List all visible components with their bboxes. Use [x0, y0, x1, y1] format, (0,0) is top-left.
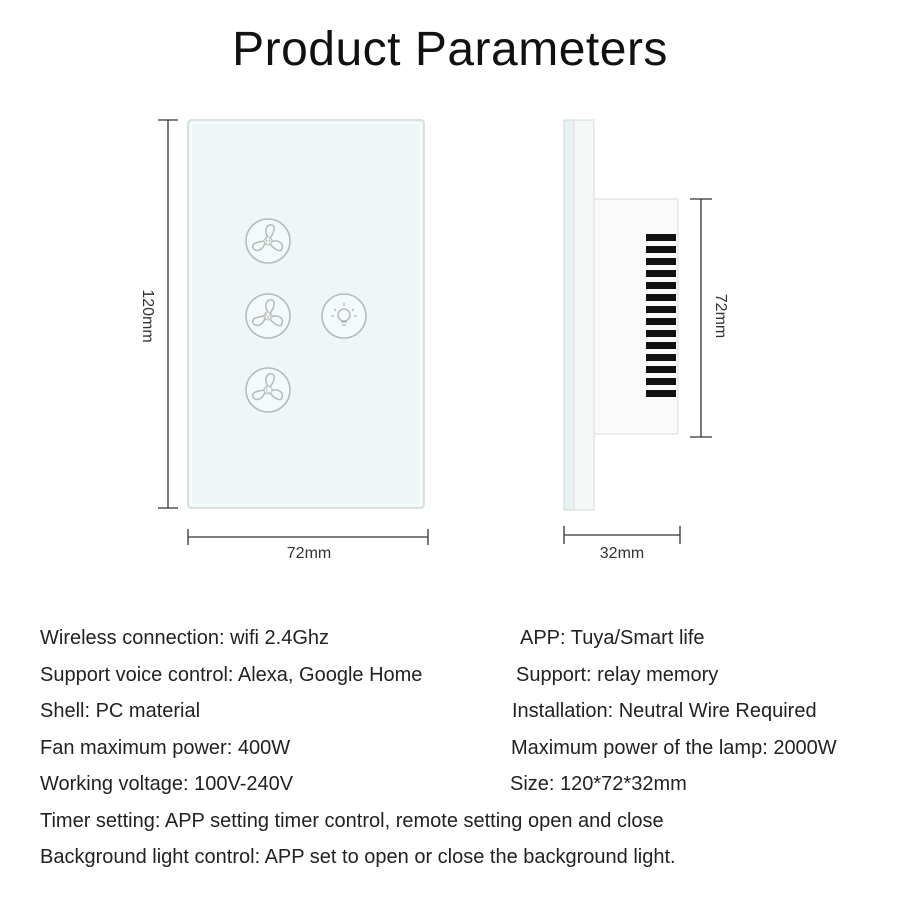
fin: [646, 258, 676, 265]
front-height-label: 120mm: [139, 289, 156, 342]
side-depth-label: 32mm: [600, 545, 644, 562]
spec-right-0: APP: Tuya/Smart life: [520, 627, 705, 649]
fin: [646, 234, 676, 241]
svg-text:L: L: [266, 386, 271, 395]
light-bulb-icon[interactable]: [321, 293, 367, 339]
side-depth-dimension: [563, 526, 681, 544]
spec-right-1: Support: relay memory: [516, 664, 719, 686]
fan-medium-icon[interactable]: M: [245, 293, 291, 339]
side-height-dimension: [690, 198, 712, 438]
fin: [646, 294, 676, 301]
fan-high-icon[interactable]: H: [245, 218, 291, 264]
spec-left-1: Support voice control: Alexa, Google Hom…: [40, 664, 423, 686]
fin: [646, 282, 676, 289]
page-title: Product Parameters: [232, 23, 668, 76]
fin: [646, 390, 676, 397]
spec-right-4: Size: 120*72*32mm: [510, 773, 687, 795]
fin: [646, 330, 676, 337]
spec-left-2: Shell: PC material: [40, 700, 201, 722]
front-width-label: 72mm: [287, 545, 331, 562]
fin: [646, 246, 676, 253]
spec-left-6: Background light control: APP set to ope…: [40, 846, 676, 868]
front-panel: [187, 119, 425, 509]
svg-text:H: H: [265, 237, 271, 246]
spec-left-0: Wireless connection: wifi 2.4Ghz: [40, 627, 330, 649]
fin: [646, 270, 676, 277]
product-diagram: H M L 120mm 72mm: [139, 119, 729, 562]
spec-left-4: Working voltage: 100V-240V: [40, 773, 294, 795]
svg-text:M: M: [265, 312, 272, 321]
fin: [646, 366, 676, 373]
fin: [646, 318, 676, 325]
spec-left-5: Timer setting: APP setting timer control…: [40, 810, 664, 832]
fin: [646, 354, 676, 361]
fan-low-icon[interactable]: L: [245, 367, 291, 413]
spec-left-3: Fan maximum power: 400W: [40, 737, 291, 759]
fin: [646, 378, 676, 385]
spec-right-3: Maximum power of the lamp: 2000W: [511, 737, 837, 759]
spec-right-2: Installation: Neutral Wire Required: [512, 700, 817, 722]
fin: [646, 306, 676, 313]
heat-sink-fins: [646, 234, 676, 397]
fin: [646, 342, 676, 349]
front-width-dimension: [187, 529, 429, 545]
side-height-label: 72mm: [712, 294, 729, 338]
front-height-dimension: [158, 119, 178, 509]
side-faceplate: [563, 119, 575, 511]
